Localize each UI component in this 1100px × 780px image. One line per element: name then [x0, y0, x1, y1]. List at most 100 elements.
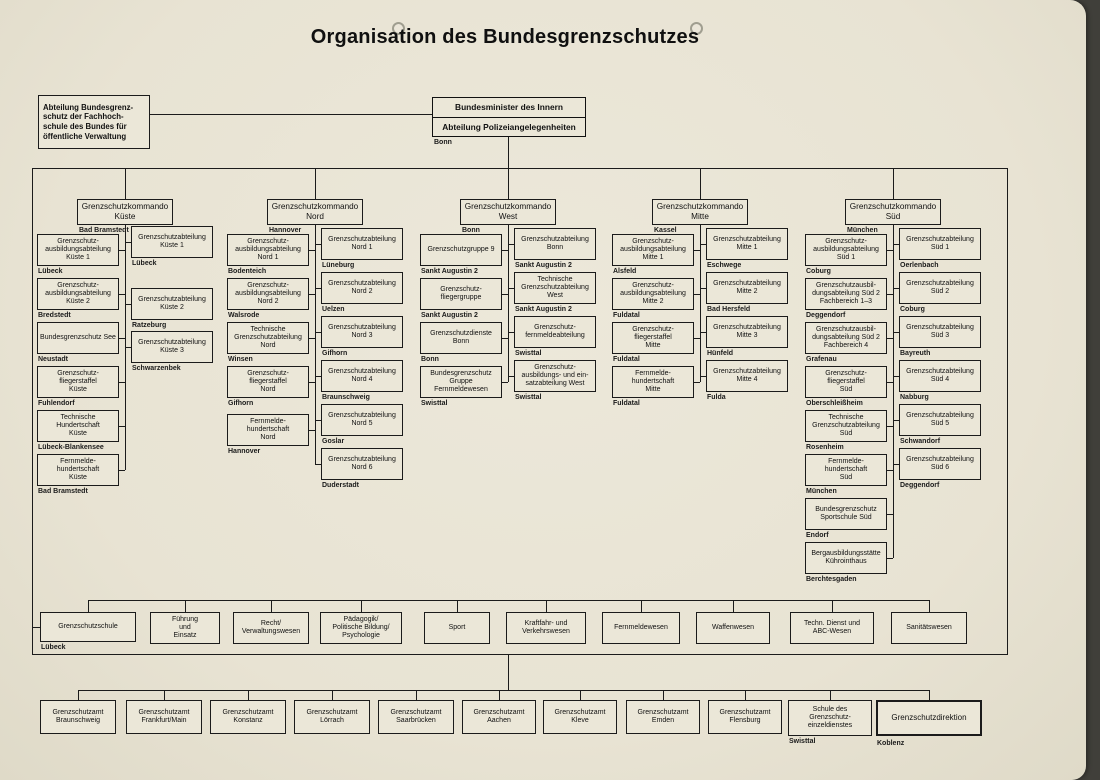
city-label: Hannover	[228, 448, 261, 455]
connector-line	[641, 600, 642, 612]
unit-box: Grenzschutzabteilung Mitte 4	[706, 360, 788, 392]
office-box: Grenzschutzamt Aachen	[462, 700, 536, 734]
connector-line	[887, 382, 893, 383]
unit-box: Grenzschutzabteilung Süd 3	[899, 316, 981, 348]
unit-box: Grenzschutz- fliegerstaffel Nord	[227, 366, 309, 398]
connector-line	[125, 168, 126, 199]
unit-box: Grenzschutzabteilung Küste 2	[131, 288, 213, 320]
city-label: Braunschweig	[322, 394, 370, 401]
connector-line	[309, 294, 315, 295]
connector-line	[150, 114, 432, 115]
connector-line	[119, 250, 125, 251]
connector-line	[416, 690, 417, 700]
office-box: Grenzschutzamt Braunschweig	[40, 700, 116, 734]
connector-line	[887, 426, 893, 427]
unit-box: Grenzschutzabteilung Süd 5	[899, 404, 981, 436]
city-label: Duderstadt	[322, 482, 359, 489]
command-box: Grenzschutzkommando West	[460, 199, 556, 225]
unit-box: Grenzschutz- fliegerstaffel Mitte	[612, 322, 694, 354]
department-box: Fernmeldewesen	[602, 612, 680, 644]
command-box: Grenzschutzkommando Nord	[267, 199, 363, 225]
city-label: Bodenteich	[228, 268, 267, 275]
connector-line	[830, 690, 831, 700]
office-box: Grenzschutzamt Konstanz	[210, 700, 286, 734]
unit-box: Grenzschutz- ausbildungsabteilung Mitte …	[612, 234, 694, 266]
department-box: Techn. Dienst und ABC-Wesen	[790, 612, 874, 644]
city-label: Gifhorn	[322, 350, 348, 357]
connector-line	[309, 382, 315, 383]
unit-box: Grenzschutzgruppe 9	[420, 234, 502, 266]
connector-line	[887, 338, 893, 339]
city-label: Sankt Augustin 2	[515, 306, 572, 313]
unit-box: Grenzschutz- fernmeldeabteilung	[514, 316, 596, 348]
punch-hole	[392, 22, 405, 35]
city-label: Bad Bramstedt	[38, 488, 88, 495]
connector-line	[119, 470, 125, 471]
connector-line	[502, 294, 508, 295]
city-label: Deggendorf	[806, 312, 846, 319]
connector-line	[125, 304, 131, 305]
unit-box: Technische Grenzschutzabteilung Süd	[805, 410, 887, 442]
connector-line	[32, 627, 40, 628]
connector-line	[508, 332, 514, 333]
connector-line	[125, 347, 131, 348]
minister-title: Bundesminister des Innern	[433, 98, 585, 118]
direktion-box: Grenzschutzdirektion	[876, 700, 982, 736]
punch-hole	[690, 22, 703, 35]
connector-line	[832, 600, 833, 612]
city-label: Lüneburg	[322, 262, 355, 269]
connector-line	[88, 600, 929, 601]
connector-line	[361, 600, 362, 612]
connector-line	[700, 332, 706, 333]
unit-box: Grenzschutzabteilung Mitte 1	[706, 228, 788, 260]
city-label: Lübeck	[41, 644, 66, 651]
unit-box: Grenzschutz- fliegerstaffel Süd	[805, 366, 887, 398]
city-label: Ratzeburg	[132, 322, 167, 329]
connector-line	[502, 338, 508, 339]
unit-box: Grenzschutzabteilung Nord 6	[321, 448, 403, 480]
connector-line	[508, 225, 509, 382]
city-label: Fuhlendorf	[38, 400, 75, 407]
unit-box: Grenzschutz- ausbildungsabteilung Küste …	[37, 278, 119, 310]
department-box: Führung und Einsatz	[150, 612, 220, 644]
unit-box: Fernmelde- hundertschaft Mitte	[612, 366, 694, 398]
city-label: Goslar	[322, 438, 345, 445]
connector-line	[315, 288, 321, 289]
command-box: Grenzschutzkommando Küste	[77, 199, 173, 225]
connector-line	[929, 600, 930, 612]
connector-line	[119, 338, 125, 339]
connector-line	[887, 294, 893, 295]
city-label: Kassel	[654, 227, 677, 234]
connector-line	[508, 168, 509, 199]
connector-line	[315, 464, 321, 465]
connector-line	[580, 690, 581, 700]
unit-box: Grenzschutzabteilung Bonn	[514, 228, 596, 260]
city-label: Endorf	[806, 532, 829, 539]
city-label: Swisttal	[515, 394, 542, 401]
unit-box: Technische Grenzschutzabteilung West	[514, 272, 596, 304]
city-label: Grafenau	[806, 356, 837, 363]
unit-box: Fernmelde- hundertschaft Süd	[805, 454, 887, 486]
city-label: Bonn	[421, 356, 439, 363]
city-label: Sankt Augustin 2	[421, 312, 478, 319]
connector-line	[309, 338, 315, 339]
unit-box: Grenzschutzausbil- dungsabteilung Süd 2 …	[805, 278, 887, 310]
city-label: Bonn	[462, 227, 480, 234]
connector-line	[271, 600, 272, 612]
connector-line	[700, 225, 701, 382]
city-label: Berchtesgaden	[806, 576, 857, 583]
unit-box: Grenzschutzabteilung Nord 4	[321, 360, 403, 392]
connector-line	[893, 225, 894, 558]
connector-line	[248, 690, 249, 700]
unit-box: Grenzschutzabteilung Nord 5	[321, 404, 403, 436]
unit-box: Grenzschutzabteilung Nord 1	[321, 228, 403, 260]
unit-box: Bundesgrenzschutz See	[37, 322, 119, 354]
city-label: Coburg	[900, 306, 925, 313]
unit-box: Bundesgrenzschutz Sportschule Süd	[805, 498, 887, 530]
city-label: Alsfeld	[613, 268, 637, 275]
city-label: Bad Bramstedt	[79, 227, 129, 234]
minister-box: Bundesminister des Innern Abteilung Poli…	[432, 97, 586, 137]
city-label: Uelzen	[322, 306, 345, 313]
connector-line	[694, 338, 700, 339]
connector-line	[893, 464, 899, 465]
